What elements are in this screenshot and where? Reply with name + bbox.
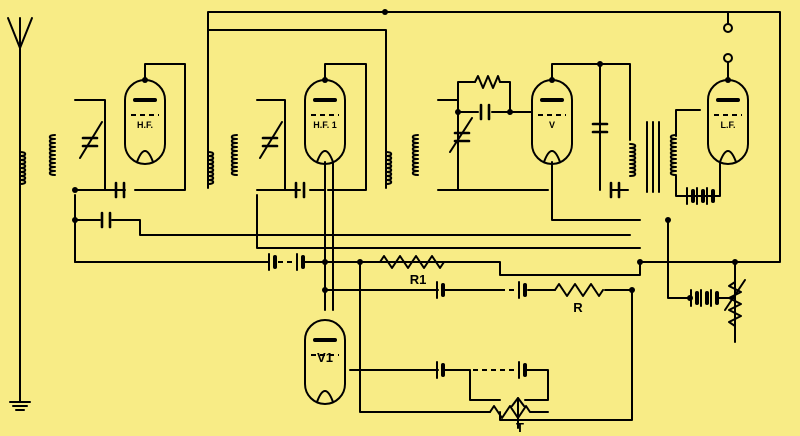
grid-leak-resistor: [474, 75, 501, 89]
aerial: [7, 17, 33, 403]
bypass-capacitor: [100, 211, 112, 229]
junction-dots: [72, 9, 738, 301]
resistor-r1-label: R1: [410, 272, 427, 287]
earth-symbol: [9, 401, 31, 411]
output-terminals: [723, 11, 733, 63]
valve-hf-label: H.F.: [137, 120, 153, 130]
valve-hf: H.F.: [123, 78, 167, 166]
valve-v1: V1: [303, 318, 347, 406]
resistor-r: R: [554, 283, 604, 315]
ht-battery: [435, 280, 527, 300]
potentiometer-t-label: T: [516, 420, 524, 435]
valve-v: V: [530, 78, 574, 166]
detector-tuning-capacitor: [449, 117, 473, 153]
grid-leak-capacitor: [479, 103, 491, 121]
potentiometer-t: T: [489, 397, 549, 435]
valve-v-label: V: [549, 120, 555, 130]
valve-lf: L.F.: [706, 78, 750, 166]
filament-battery: [267, 252, 305, 272]
detector-tuning-coil: [411, 134, 419, 176]
valve-hf1: H.F. 1: [303, 78, 347, 166]
resistor-r-label: R: [573, 300, 583, 315]
hf-tuning-capacitor: [79, 121, 103, 159]
hf1-tuning-coil: [230, 134, 238, 176]
valve-lf-label: L.F.: [721, 120, 736, 130]
lf-bias-battery: [689, 288, 719, 308]
valve-v1-label: V1: [317, 350, 333, 365]
hf-tuning-coil: [48, 134, 56, 176]
grid-bias-battery: [435, 360, 527, 380]
lf-volume-potentiometer: [724, 279, 746, 327]
lf-transformer: [629, 121, 677, 193]
hf1-tuning-capacitor: [259, 121, 283, 159]
aerial-coupling-coil: [19, 151, 27, 185]
wiring: [74, 11, 781, 421]
resistor-r1: R1: [379, 255, 445, 287]
valve-hf1-label: H.F. 1: [313, 120, 337, 130]
